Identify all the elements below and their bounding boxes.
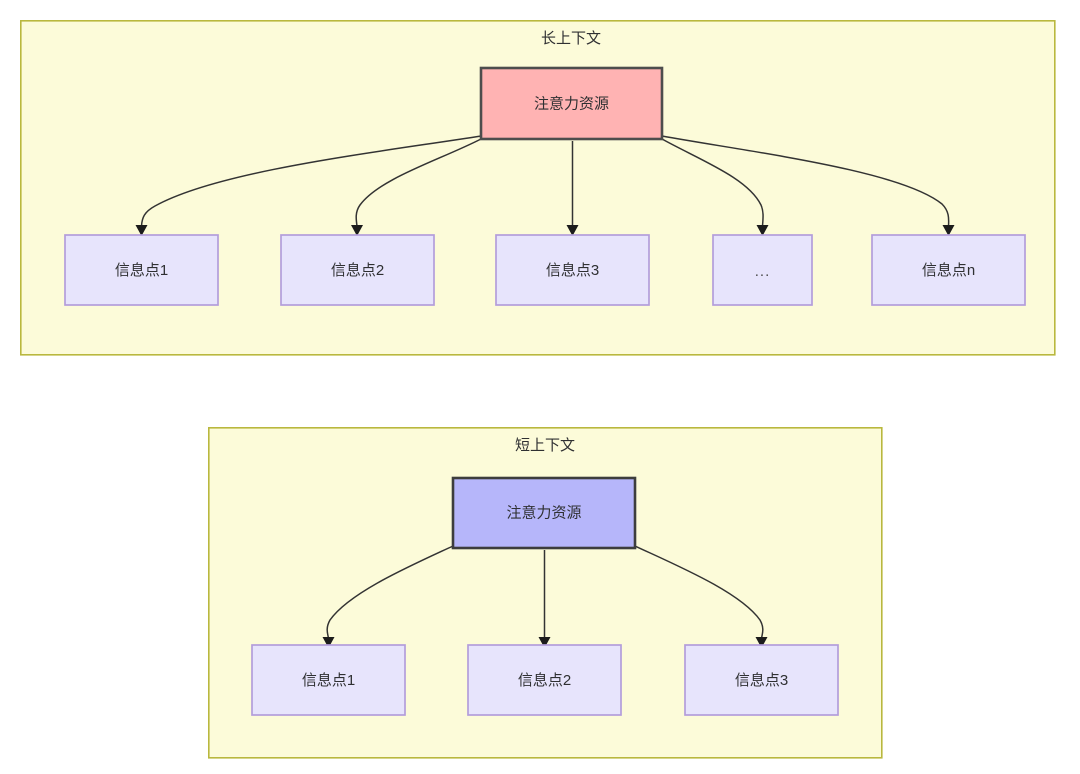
edge-root-to-leaf-2: [355, 138, 482, 227]
node-leaf-short-2-label: 信息点2: [518, 672, 571, 689]
edge-short-root-to-leaf-3: [634, 545, 764, 639]
node-leaf-short-1-box[interactable]: [251, 644, 406, 716]
node-root-long-context[interactable]: 注意力资源: [479, 66, 664, 141]
node-leaf-short-2-box[interactable]: [467, 644, 622, 716]
edge-root-to-leaf-1: [140, 135, 482, 227]
node-leaf-long-5[interactable]: 信息点n: [871, 234, 1026, 306]
node-leaf-long-2-box[interactable]: [280, 234, 435, 306]
edges-long-context: [135, 135, 955, 236]
node-leaf-short-3-label: 信息点3: [735, 672, 788, 689]
node-root-long-context-label: 注意力资源: [534, 94, 609, 112]
arrow-head-leaf-4: [756, 225, 769, 236]
arrow-head-short-leaf-1: [322, 637, 335, 648]
arrow-head-leaf-5: [942, 225, 955, 236]
node-leaf-short-2[interactable]: 信息点2: [467, 644, 622, 716]
node-root-short-context-box[interactable]: [451, 476, 637, 550]
node-leaf-long-5-box[interactable]: [871, 234, 1026, 306]
node-leaf-long-3-box[interactable]: [495, 234, 650, 306]
node-leaf-long-2[interactable]: 信息点2: [280, 234, 435, 306]
arrow-head-leaf-1: [135, 225, 148, 236]
node-leaf-short-1[interactable]: 信息点1: [251, 644, 406, 716]
node-leaf-short-3-box[interactable]: [684, 644, 839, 716]
arrow-head-short-leaf-2: [538, 637, 551, 648]
edge-root-to-leaf-5: [661, 135, 950, 227]
node-leaf-short-1-label: 信息点1: [302, 672, 355, 689]
arrow-head-leaf-2: [351, 225, 363, 236]
node-root-long-context-box[interactable]: [479, 66, 664, 141]
arrow-head-leaf-3: [566, 225, 579, 236]
node-leaf-long-1-label: 信息点1: [115, 262, 168, 279]
node-root-short-context-label: 注意力资源: [506, 503, 581, 521]
node-leaf-long-1-box[interactable]: [64, 234, 219, 306]
edge-root-to-leaf-4: [661, 138, 764, 227]
node-leaf-long-5-label: 信息点n: [922, 262, 975, 279]
node-leaf-short-3[interactable]: 信息点3: [684, 644, 839, 716]
arrow-head-short-leaf-3: [755, 637, 768, 648]
edge-short-root-to-leaf-1: [326, 545, 454, 639]
node-root-short-context[interactable]: 注意力资源: [451, 476, 637, 550]
panel-short-context-title: 短上下文: [515, 437, 575, 454]
panel-short-context: 短上下文 注意力资源 信息点1: [208, 426, 883, 759]
panel-long-context-title: 长上下文: [541, 30, 601, 47]
panel-long-context: 长上下文 注意力资源: [19, 19, 1056, 356]
node-leaf-long-4[interactable]: ...: [712, 234, 813, 306]
edges-short-context: [322, 545, 768, 648]
node-leaf-long-3[interactable]: 信息点3: [495, 234, 650, 306]
node-leaf-long-4-label: ...: [755, 263, 771, 280]
node-leaf-long-3-label: 信息点3: [546, 262, 599, 279]
node-leaf-long-4-box[interactable]: [712, 234, 813, 306]
node-leaf-long-1[interactable]: 信息点1: [64, 234, 219, 306]
node-leaf-long-2-label: 信息点2: [331, 262, 384, 279]
